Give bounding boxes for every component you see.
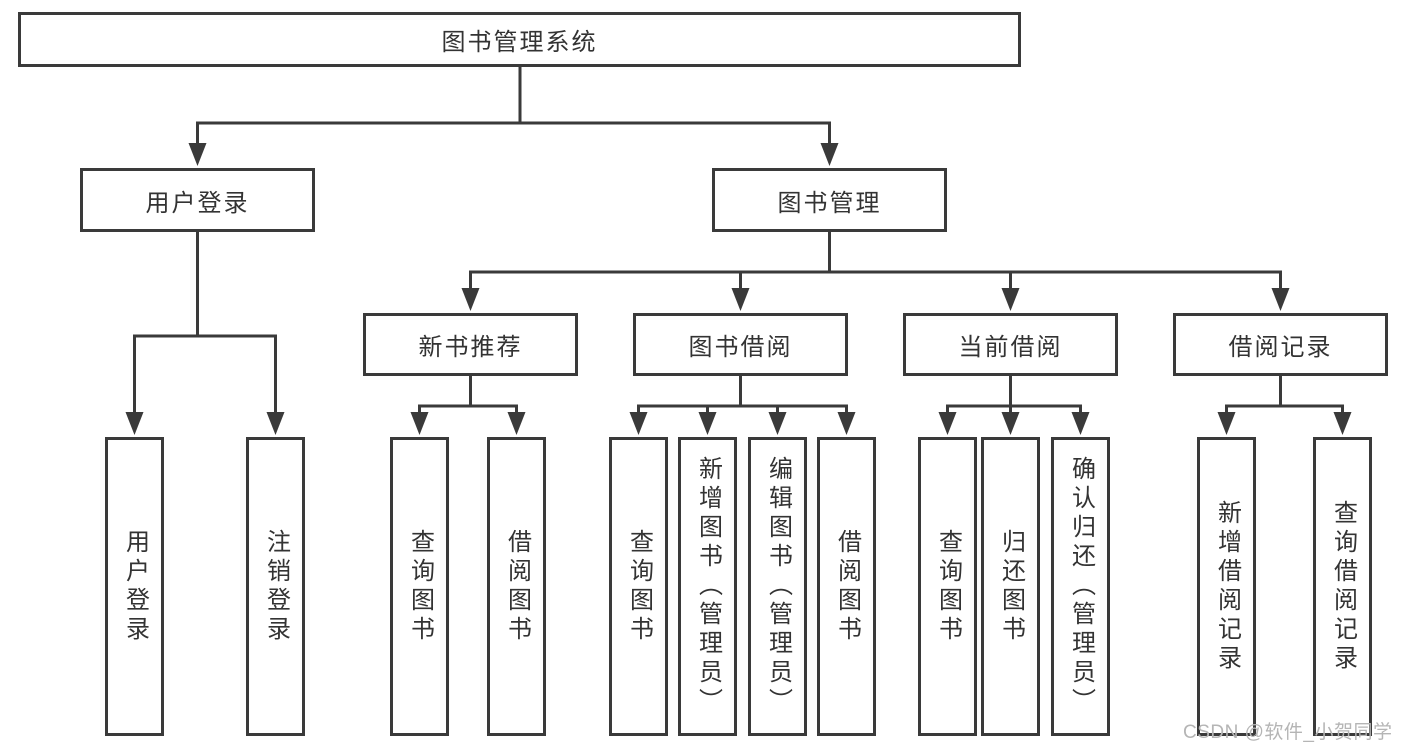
node-label: 用户登录 [145, 189, 250, 217]
leaf-user-login: 用户登录 [105, 437, 164, 736]
leaf-query-books-recommend: 查询图书 [390, 437, 449, 736]
leaf-label: 借阅图书 [503, 528, 531, 645]
leaf-label: 新增图书（管理员） [694, 456, 722, 717]
leaf-edit-books-admin: 编辑图书（管理员） [748, 437, 807, 736]
leaf-label: 归还图书 [997, 528, 1025, 645]
leaf-label: 借阅图书 [833, 528, 861, 645]
leaf-confirm-return-admin: 确认归还（管理员） [1051, 437, 1110, 736]
leaf-label: 查询图书 [406, 528, 434, 645]
leaf-label: 用户登录 [121, 528, 149, 645]
csdn-watermark: CSDN @软件_小贺同学 [1183, 722, 1393, 743]
leaf-label: 注销登录 [262, 528, 290, 645]
node-label: 当前借阅 [958, 334, 1063, 361]
leaf-add-books-admin: 新增图书（管理员） [678, 437, 737, 736]
node-current-borrowing: 当前借阅 [903, 313, 1118, 376]
node-book-borrowing: 图书借阅 [633, 313, 848, 376]
leaf-query-borrow-record: 查询借阅记录 [1313, 437, 1372, 736]
leaf-query-books-borrowing: 查询图书 [609, 437, 668, 736]
leaf-borrow-books-recommend: 借阅图书 [487, 437, 546, 736]
node-label: 图书管理 [777, 189, 882, 217]
node-label: 图书借阅 [688, 334, 793, 361]
node-book-management: 图书管理 [712, 168, 947, 232]
node-user-login: 用户登录 [80, 168, 315, 232]
node-label: 图书管理系统 [441, 29, 598, 56]
leaf-label: 查询借阅记录 [1329, 499, 1357, 674]
node-borrowing-records: 借阅记录 [1173, 313, 1388, 376]
leaf-return-books: 归还图书 [981, 437, 1040, 736]
leaf-label: 编辑图书（管理员） [764, 456, 792, 717]
leaf-label: 查询图书 [625, 528, 653, 645]
node-root-library-management-system: 图书管理系统 [18, 12, 1021, 67]
leaf-logout-login: 注销登录 [246, 437, 305, 736]
leaf-label: 新增借阅记录 [1213, 499, 1241, 674]
leaf-add-borrow-record: 新增借阅记录 [1197, 437, 1256, 736]
leaf-label: 确认归还（管理员） [1067, 456, 1095, 717]
node-new-book-recommendation: 新书推荐 [363, 313, 578, 376]
node-label: 新书推荐 [418, 334, 523, 361]
node-label: 借阅记录 [1228, 334, 1333, 361]
leaf-label: 查询图书 [934, 528, 962, 645]
leaf-query-books-current: 查询图书 [918, 437, 977, 736]
leaf-borrow-books-borrowing: 借阅图书 [817, 437, 876, 736]
